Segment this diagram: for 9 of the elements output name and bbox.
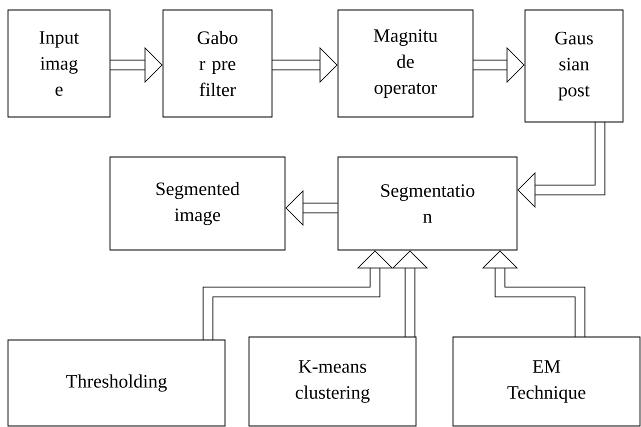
process-box: Thresholding [8,340,226,426]
process-box: Magnitu de operator [338,10,474,118]
process-box: Segmentatio n [338,156,518,250]
process-box: Segmented image [110,156,286,250]
process-box: Gabo r pre filter [162,10,272,118]
process-box: K-means clustering [248,336,416,426]
process-box: Gaus sian post [524,10,624,122]
process-box: EM Technique [452,336,640,426]
process-box: Input imag e [8,10,110,118]
